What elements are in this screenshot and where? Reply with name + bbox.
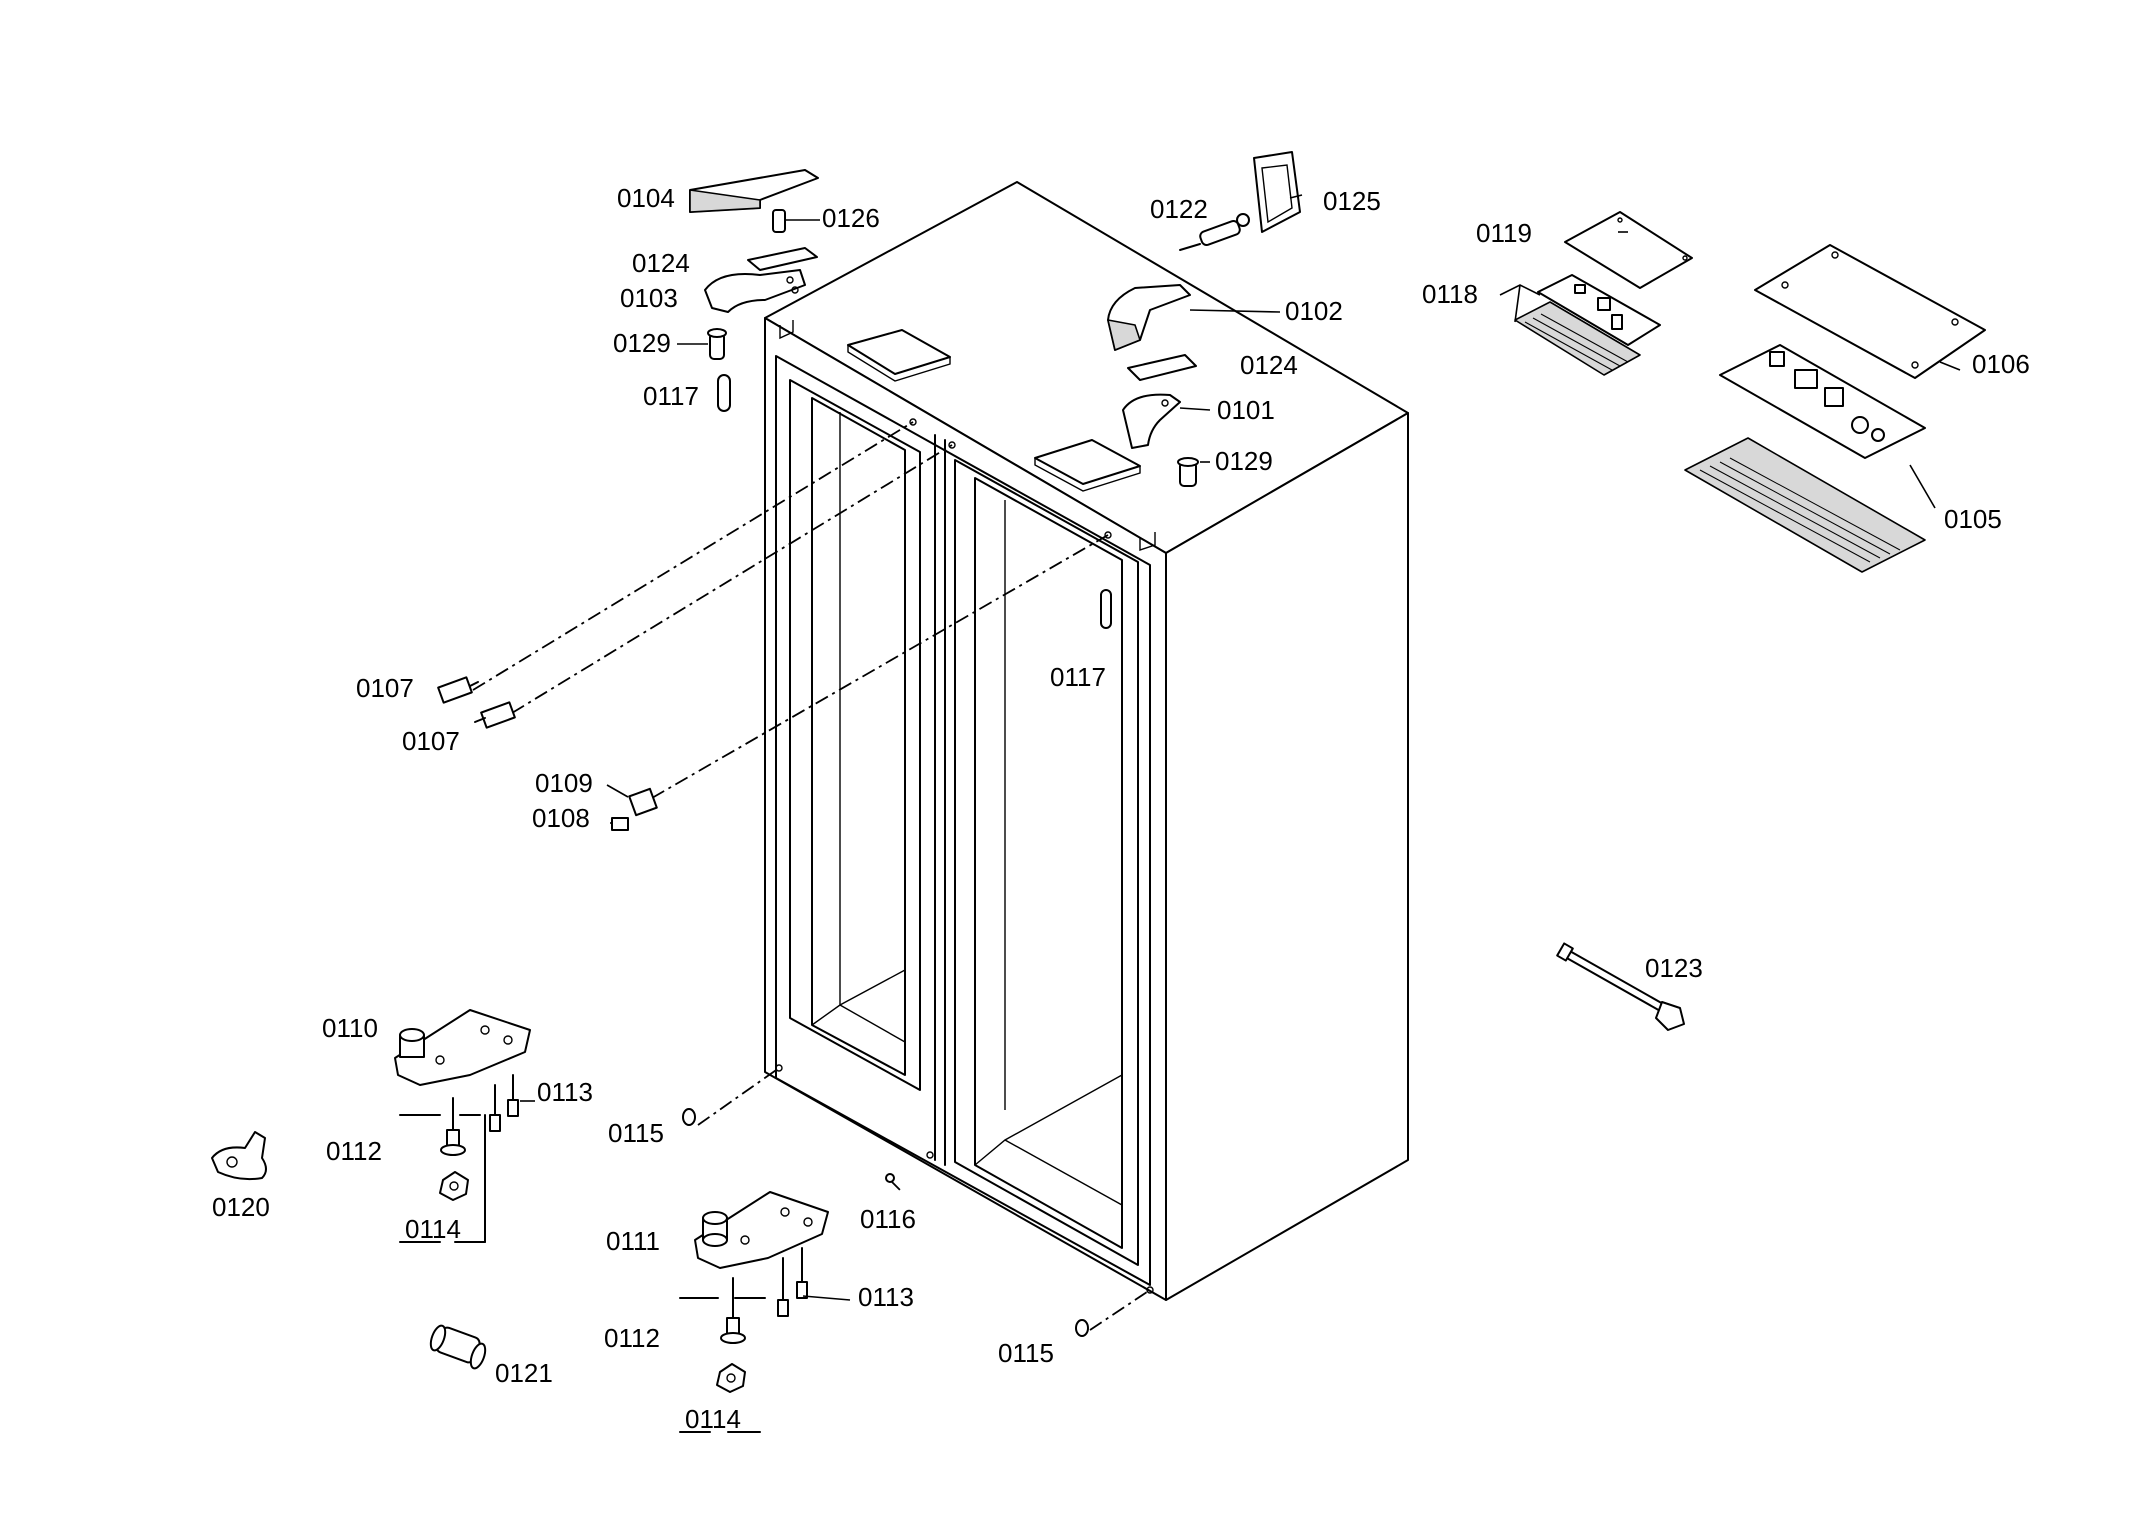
plug-0116 <box>885 1173 895 1183</box>
label-0103: 0103 <box>620 283 678 313</box>
slot-0117-upper <box>717 374 731 412</box>
water-line-0123 <box>1556 942 1685 1031</box>
part-labels: 0104 0126 0124 0103 0129 0117 0122 0125 … <box>212 183 2030 1434</box>
power-board-0105 <box>1684 344 1926 573</box>
plug-0115-right <box>1075 1319 1089 1337</box>
control-board-0118 <box>1514 274 1661 376</box>
label-0117-upper: 0117 <box>643 381 699 411</box>
switch-cap-0108 <box>611 817 629 831</box>
label-0115-right: 0115 <box>998 1338 1054 1368</box>
label-0124-middle: 0124 <box>1240 350 1298 380</box>
screw-0113-left <box>489 1074 519 1132</box>
fitting-0121 <box>429 1324 487 1370</box>
label-0129-middle: 0129 <box>1215 446 1273 476</box>
bushing-0126 <box>772 209 786 233</box>
switch-0107-upper <box>437 676 479 704</box>
label-0102: 0102 <box>1285 296 1343 326</box>
cabinet-body <box>764 181 1409 1301</box>
leader-lines <box>520 194 1961 1301</box>
label-0108: 0108 <box>532 803 590 833</box>
nut-0114-middle <box>679 1363 761 1433</box>
label-0104: 0104 <box>617 183 675 213</box>
label-0111: 0111 <box>606 1226 660 1256</box>
screw-0113-middle <box>777 1247 808 1317</box>
label-0119: 0119 <box>1476 218 1532 248</box>
hinge-0111 <box>694 1191 829 1269</box>
label-0118: 0118 <box>1422 279 1478 309</box>
pin-0129-middle <box>1177 457 1199 487</box>
actuator-0122 <box>1179 213 1250 251</box>
label-0121: 0121 <box>495 1358 553 1388</box>
label-0124-upper: 0124 <box>632 248 690 278</box>
label-0101: 0101 <box>1217 395 1275 425</box>
hinge-0103 <box>704 269 806 313</box>
leveler-0112-left <box>399 1097 481 1156</box>
hinge-0101 <box>1122 393 1181 449</box>
label-0117-middle: 0117 <box>1050 662 1106 692</box>
label-0107-upper: 0107 <box>356 673 414 703</box>
shim-0124-middle <box>1127 354 1197 381</box>
label-0122: 0122 <box>1150 194 1208 224</box>
label-0129-upper: 0129 <box>613 328 671 358</box>
label-0126: 0126 <box>822 203 880 233</box>
hinge-cover-0104 <box>689 169 819 213</box>
shim-0124-upper <box>747 247 818 271</box>
label-0125: 0125 <box>1323 186 1381 216</box>
label-0113-left: 0113 <box>537 1077 593 1107</box>
plug-0115-left <box>682 1108 696 1126</box>
label-0123: 0123 <box>1645 953 1703 983</box>
label-0110: 0110 <box>322 1013 378 1043</box>
label-0114-left: 0114 <box>405 1214 461 1244</box>
board-cover-0119 <box>1564 211 1693 289</box>
label-0112-middle: 0112 <box>604 1323 660 1353</box>
label-0107-lower: 0107 <box>402 726 460 756</box>
board-cover-0106 <box>1754 244 1986 379</box>
label-0116: 0116 <box>860 1204 916 1234</box>
label-0120: 0120 <box>212 1192 270 1222</box>
label-0115-left: 0115 <box>608 1118 664 1148</box>
bracket-0120 <box>211 1131 267 1181</box>
nut-0114-left <box>399 1114 486 1243</box>
label-0106: 0106 <box>1972 349 2030 379</box>
pin-0129-upper <box>707 328 727 360</box>
gasket-frame-0125 <box>1253 151 1301 233</box>
hinge-cover-0102 <box>1107 284 1191 351</box>
label-0112-left: 0112 <box>326 1136 382 1166</box>
assembly-lines <box>472 421 1151 1331</box>
switch-0109 <box>628 787 658 817</box>
label-0105: 0105 <box>1944 504 2002 534</box>
label-0114-middle: 0114 <box>685 1404 741 1434</box>
switch-0107-lower <box>474 701 516 729</box>
leveler-0112-middle <box>679 1277 766 1344</box>
hinge-0110 <box>394 1009 531 1086</box>
label-0113-middle: 0113 <box>858 1282 914 1312</box>
label-0109: 0109 <box>535 768 593 798</box>
